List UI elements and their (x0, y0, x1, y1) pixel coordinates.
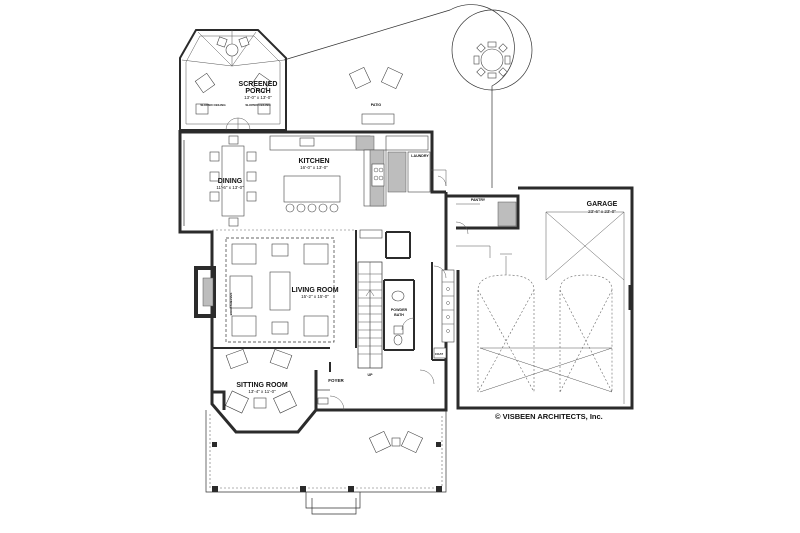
patio-outline (283, 4, 533, 188)
patio-label: PATIO (371, 103, 382, 107)
screened-porch-dims: 13'-0" x 13'-0" (244, 95, 272, 100)
pantry-label: PANTRY (471, 198, 486, 202)
stairs (357, 261, 383, 369)
stairs-up-label: UP (368, 373, 374, 377)
coffee-table (269, 271, 291, 311)
living-room (194, 237, 335, 343)
sloped-ceiling-right: SLOPED CEILING (245, 103, 271, 107)
interior-walls (212, 229, 446, 361)
pantry (455, 201, 517, 258)
front-porch (205, 410, 447, 515)
sloped-ceiling-left: SLOPED CEILING (200, 103, 226, 107)
dining-label: DINING (218, 178, 243, 185)
round-table (480, 48, 504, 72)
armchair (303, 243, 329, 265)
screened-porch-label-1: SCREENED (239, 81, 278, 88)
chair (476, 43, 486, 53)
dining-dims: 11'-6" x 13'-0" (216, 185, 244, 190)
chair (487, 72, 497, 79)
sitting-room (210, 348, 330, 434)
living-room-dims: 15'-2" x 15'-0" (301, 294, 329, 299)
bookshelves-label: BOOKSHELVES (229, 293, 233, 316)
garage-label: GARAGE (587, 201, 618, 208)
sitting-room-label: SITTING ROOM (236, 382, 288, 389)
patio-lounge-chairs (348, 66, 404, 125)
kitchen-label: KITCHEN (298, 158, 329, 165)
screened-porch-label-2: PORCH (245, 88, 270, 95)
kitchen (269, 135, 447, 213)
kitchen-dims: 16'-0" x 13'-0" (300, 165, 328, 170)
kitchen-island (283, 175, 341, 203)
powder-bath-label-1: POWDER (391, 308, 408, 312)
armchair (303, 315, 329, 337)
dining-table (221, 145, 245, 217)
copyright-label: © VISBEEN ARCHITECTS, Inc. (495, 412, 603, 421)
living-room-label: LIVING ROOM (291, 287, 338, 294)
chair (487, 41, 497, 48)
dining (183, 135, 257, 227)
powder-bath-label-2: BATH (394, 313, 404, 317)
mudroom-bench (419, 265, 455, 385)
laundry-label: LAUNDRY (411, 154, 429, 158)
armchair (231, 315, 257, 337)
patio-bench (361, 113, 395, 125)
chair (504, 55, 511, 65)
screened-porch (179, 29, 287, 131)
chair (476, 67, 486, 77)
chair (498, 43, 508, 53)
garage (456, 186, 634, 410)
coat-label: COAT (435, 352, 443, 356)
chair (473, 55, 480, 65)
powder-bath (391, 290, 415, 346)
armchair (231, 243, 257, 265)
foyer (317, 362, 345, 411)
garage-dims: 23'-6" x 23'-0" (588, 209, 616, 214)
sofa (229, 275, 253, 309)
sitting-room-dims: 13'-4" x 11'-0" (248, 389, 276, 394)
chair (498, 67, 508, 77)
range (371, 163, 385, 187)
foyer-label: FOYER (328, 378, 344, 383)
